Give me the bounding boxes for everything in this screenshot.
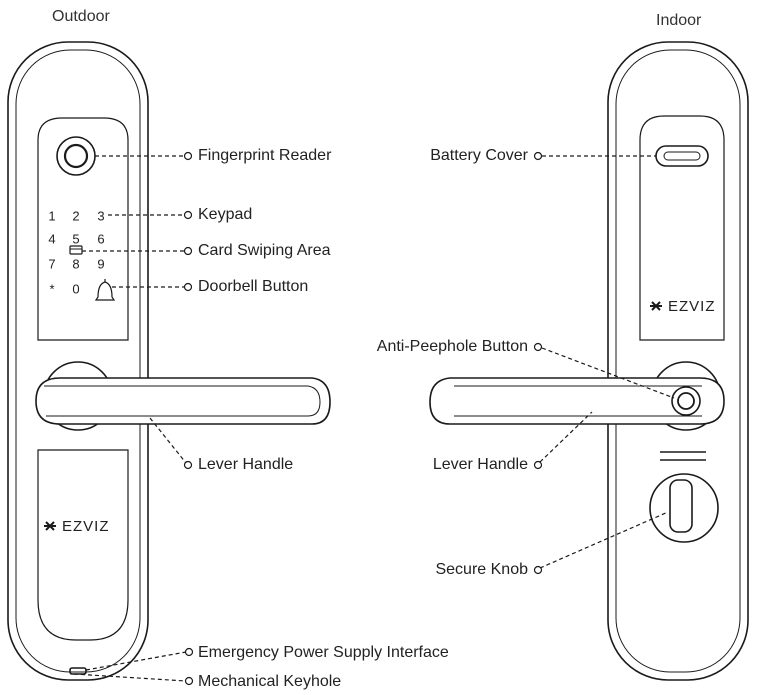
- keypad-key: 6: [97, 231, 105, 247]
- fingerprint-reader-icon: [56, 136, 96, 176]
- indoor-panel: [429, 41, 749, 681]
- label-doorbell-button: Doorbell Button: [198, 278, 309, 295]
- keypad-key: 0: [72, 281, 80, 297]
- indoor-brand: EZVIZ: [668, 298, 716, 315]
- outdoor-title: Outdoor: [52, 8, 110, 25]
- label-keypad: Keypad: [198, 206, 253, 223]
- keypad-key: 2: [72, 208, 80, 224]
- secure-knob-icon: [649, 473, 719, 543]
- outdoor-panel: [7, 41, 331, 681]
- bell-icon: [94, 279, 116, 301]
- ezviz-logo-icon: [44, 521, 56, 531]
- indoor-title: Indoor: [656, 12, 702, 29]
- keypad-key: 9: [97, 256, 105, 272]
- anti-peephole-button-icon: [671, 386, 701, 416]
- outdoor-brand: EZVIZ: [62, 518, 110, 535]
- keypad-key: 1: [48, 208, 56, 224]
- label-battery-cover: Battery Cover: [430, 147, 528, 164]
- label-card-swiping-area: Card Swiping Area: [198, 242, 331, 259]
- keypad-key: 8: [72, 256, 80, 272]
- label-outdoor-lever-handle: Lever Handle: [198, 456, 294, 473]
- label-fingerprint-reader: Fingerprint Reader: [198, 147, 332, 164]
- outdoor-lever-handle: [35, 377, 331, 425]
- ezviz-logo-icon: [650, 301, 662, 311]
- label-anti-peephole-button: Anti-Peephole Button: [376, 338, 528, 355]
- keypad-key: *: [49, 281, 55, 297]
- keypad-key: 3: [97, 208, 105, 224]
- label-indoor-lever-handle: Lever Handle: [432, 456, 528, 473]
- keypad-key: 7: [48, 256, 56, 272]
- card-icon: [69, 245, 83, 255]
- label-emergency-power: Emergency Power Supply Interface: [198, 644, 449, 661]
- label-mechanical-keyhole: Mechanical Keyhole: [198, 673, 342, 690]
- keypad-key: 5: [72, 231, 80, 247]
- label-secure-knob: Secure Knob: [435, 561, 528, 578]
- keypad-key: 4: [48, 231, 56, 247]
- indoor-lever-handle: [429, 377, 725, 425]
